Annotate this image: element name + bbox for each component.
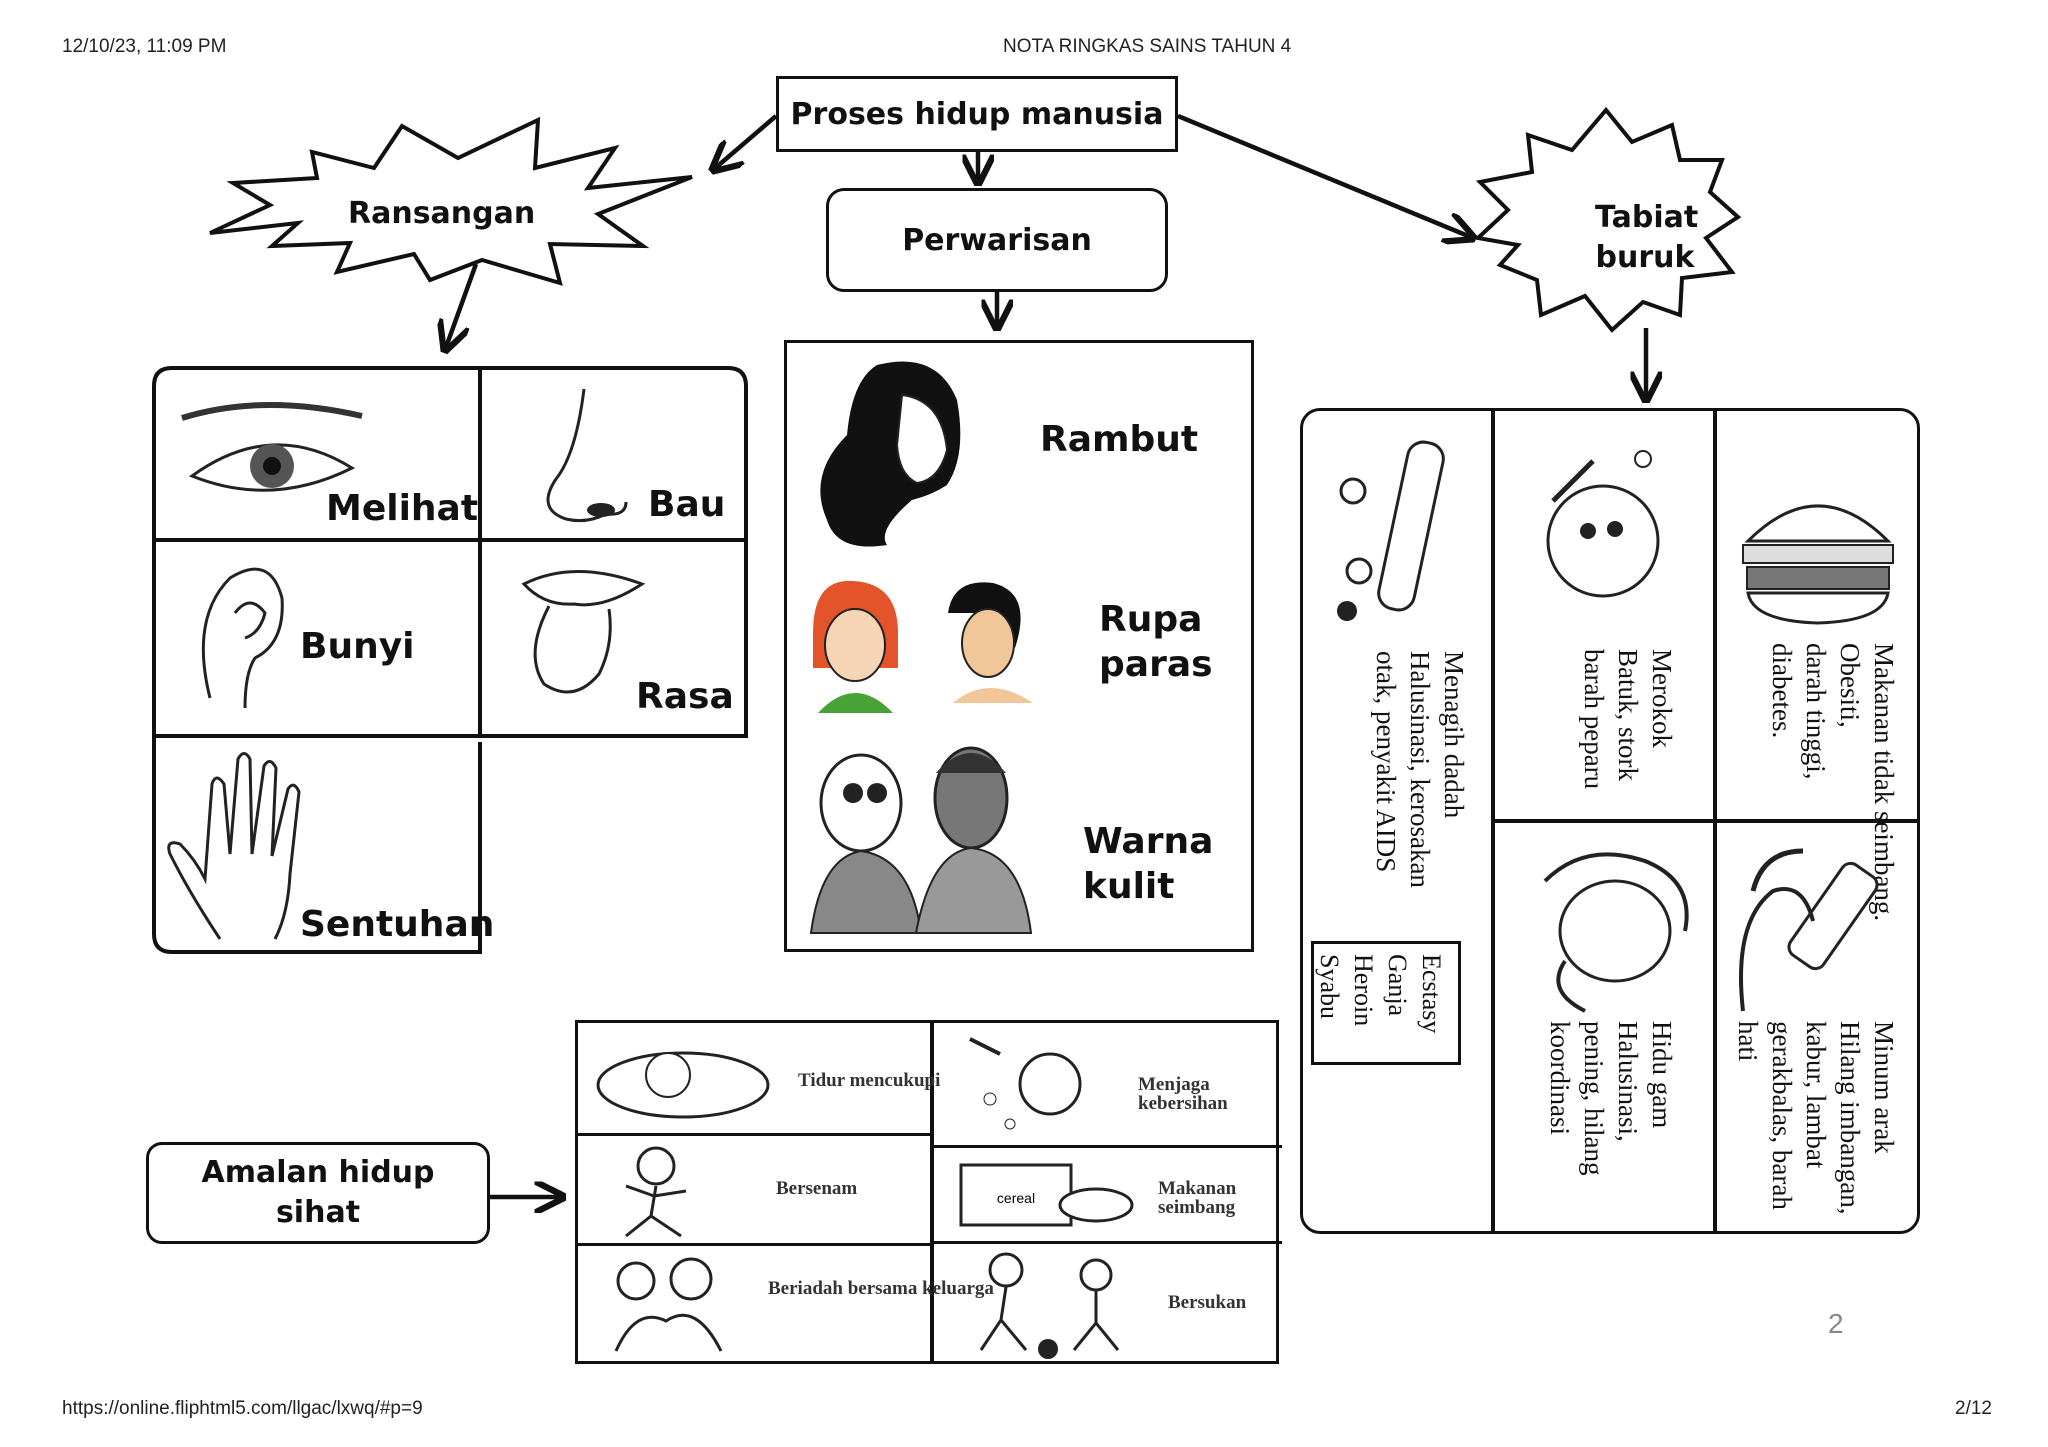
family-icon	[614, 1257, 723, 1352]
habit-text-arak: Hilang imbangan, kabur, lambat gerakbala…	[1733, 1021, 1865, 1215]
bad-habits-label: Tabiat buruk	[1595, 200, 1699, 275]
habit-text-makanan: Obesiti, darah tinggi, diabetes.	[1767, 643, 1865, 780]
trait-label-rupa-paras: Rupa paras	[1099, 599, 1213, 685]
practice-kebersihan: Menjaga kebersihan	[1138, 1074, 1228, 1114]
drug-syabu: Syabu	[1315, 954, 1344, 1019]
practice-bersenam: Bersenam	[776, 1178, 858, 1199]
habit-text-gam: Halusinasi, pening, hilang koordinasi	[1545, 1021, 1643, 1176]
page-count: 2/12	[1955, 1398, 1992, 1419]
two-men-icon	[809, 746, 1033, 934]
practice-col-divider	[930, 1023, 934, 1361]
drug-list-box: Ecstasy Ganja Heroin Syabu	[1311, 941, 1461, 1065]
drug-heroin: Heroin	[1349, 954, 1378, 1027]
arrow-root-to-stimulus	[713, 114, 778, 170]
bad-habits-table: Menagih dadah Halusinasi, kerosakan otak…	[1300, 408, 1920, 1234]
sense-label-sentuhan: Sentuhan	[300, 904, 495, 945]
healthy-node: Amalan hidup sihat	[146, 1142, 490, 1244]
eye-icon	[181, 402, 363, 492]
practice-makanan-seimbang: Makanan seimbang	[1158, 1178, 1237, 1218]
tongue-icon	[521, 570, 646, 694]
page-url[interactable]: https://online.fliphtml5.com/llgac/lxwq/…	[62, 1398, 423, 1419]
slide-number: 2	[1828, 1308, 1844, 1339]
heredity-traits-panel: Rambut Rupa paras Warna kulit	[784, 340, 1254, 952]
ransangan-starburst	[209, 116, 693, 286]
sleeping-icon	[596, 1051, 770, 1119]
habit-heading-dadah: Menagih dadah	[1439, 651, 1469, 819]
habit-heading-gam: Hidu gam	[1647, 1021, 1677, 1129]
habit-heading-merokok: Merokok	[1647, 649, 1677, 748]
sense-label-bunyi: Bunyi	[300, 626, 415, 667]
document-title: NOTA RINGKAS SAINS TAHUN 4	[1003, 36, 1292, 57]
heredity-node: Perwarisan	[826, 188, 1168, 292]
ransangan-label: Ransangan	[348, 196, 536, 231]
hand-icon	[167, 752, 301, 940]
syringe-pills-icon	[1337, 440, 1445, 621]
practice-row-divider-r1	[930, 1145, 1282, 1148]
habits-divider-row	[1491, 819, 1919, 823]
faces-icon	[813, 580, 1033, 713]
drinker-bottle-icon	[1739, 848, 1879, 1012]
habit-text-dadah: Halusinasi, kerosakan otak, penyakit AID…	[1371, 651, 1435, 888]
habit-heading-arak: Minum arak	[1869, 1021, 1899, 1154]
football-players-icon	[979, 1252, 1120, 1359]
sense-label-bau: Bau	[648, 484, 726, 525]
sense-label-melihat: Melihat	[326, 488, 479, 529]
healthy-practices-table: Tidur mencukupi Menjaga kebersihan Berse…	[575, 1020, 1282, 1364]
burger-icon	[1742, 504, 1894, 625]
practice-bersukan: Bersukan	[1168, 1292, 1247, 1313]
healthy-label: Amalan hidup sihat	[201, 1155, 435, 1230]
cereal-meal-icon: cereal	[959, 1163, 1134, 1227]
senses-grid-lines	[152, 366, 748, 954]
ear-icon	[201, 567, 284, 709]
trait-label-rambut: Rambut	[1040, 419, 1199, 460]
arrow-root-to-bad-habits	[1177, 113, 1473, 238]
exercising-kid-icon	[625, 1146, 687, 1238]
practice-row-divider-r2	[930, 1241, 1282, 1244]
glue-sniffer-icon	[1543, 852, 1689, 1013]
practice-row-divider-l1	[578, 1133, 930, 1136]
tabiat-buruk-starburst	[1473, 106, 1742, 333]
senses-grid: Melihat Bau Bunyi Rasa Sentuhan	[152, 366, 748, 954]
root-label: Proses hidup manusia	[790, 96, 1164, 132]
print-timestamp: 12/10/23, 11:09 PM	[62, 36, 227, 57]
trait-label-warna-kulit: Warna kulit	[1083, 821, 1214, 907]
root-node: Proses hidup manusia	[776, 76, 1178, 152]
nose-icon	[546, 388, 628, 523]
drug-ecstasy: Ecstasy	[1417, 954, 1446, 1034]
habit-text-merokok: Batuk, stork barah peparu	[1579, 649, 1643, 790]
practice-row-divider-l2	[578, 1243, 930, 1246]
practice-tidur: Tidur mencukupi	[798, 1070, 941, 1091]
heredity-label: Perwarisan	[902, 222, 1092, 258]
drug-ganja: Ganja	[1383, 954, 1412, 1017]
arrow-stimulus-to-senses	[445, 263, 479, 350]
sense-label-rasa: Rasa	[636, 676, 734, 717]
showering-boy-icon	[969, 1037, 1082, 1130]
cereal-box-label: cereal	[997, 1190, 1035, 1206]
hair-woman-icon	[820, 361, 961, 547]
practice-beriadah: Beriadah bersama keluarga	[768, 1278, 994, 1299]
smoker-icon	[1546, 450, 1660, 598]
